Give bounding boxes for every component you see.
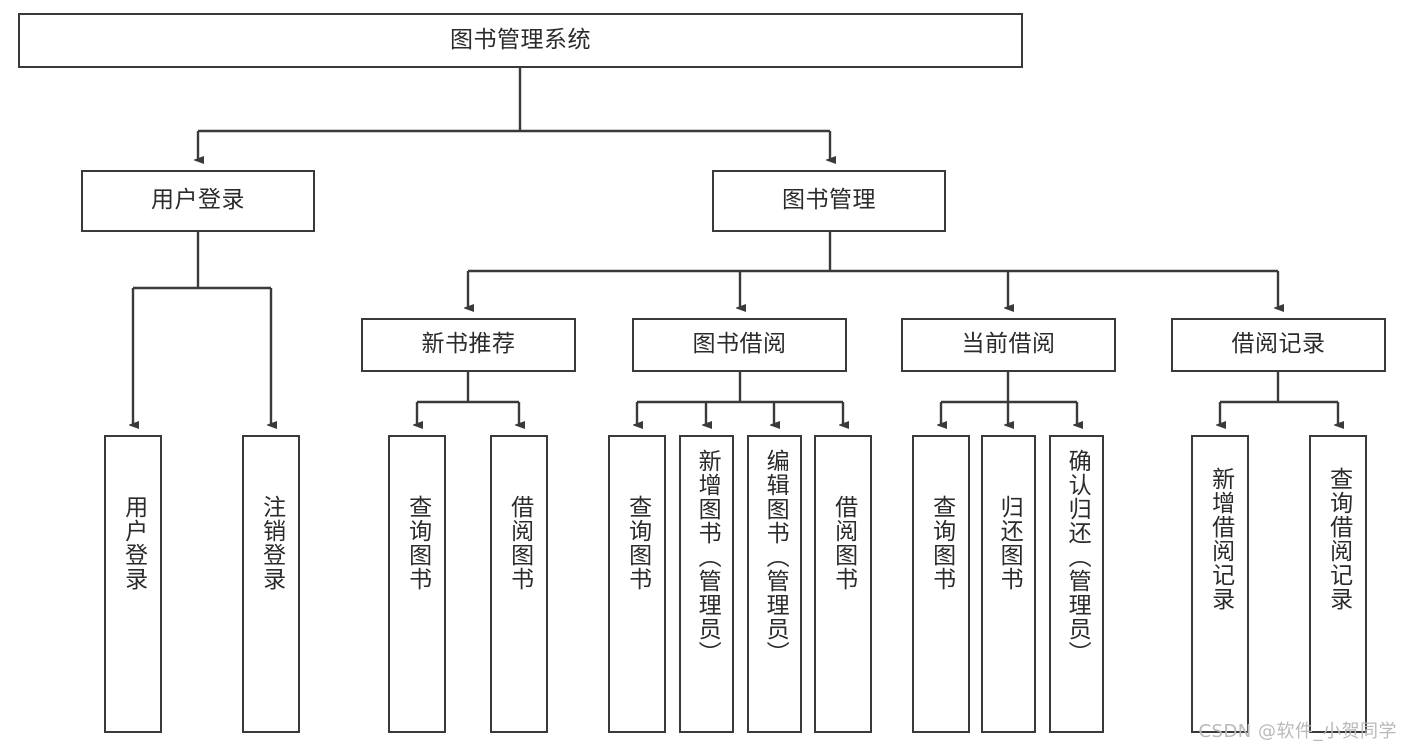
node-label: 新增借阅记录 xyxy=(1207,467,1234,611)
node-current-borrow[interactable]: 当前借阅 xyxy=(901,318,1116,372)
node-root-book-management-system[interactable]: 图书管理系统 xyxy=(18,13,1023,68)
leaf-current-borrow-return-book[interactable]: 归还图书 xyxy=(981,435,1036,733)
leaf-user-login-logout[interactable]: 注销登录 xyxy=(242,435,300,733)
node-label: 当前借阅 xyxy=(961,331,1056,358)
node-borrow-record[interactable]: 借阅记录 xyxy=(1171,318,1386,372)
node-label: 借阅图书 xyxy=(830,495,857,591)
node-label: 借阅图书 xyxy=(506,495,533,591)
node-book-management[interactable]: 图书管理 xyxy=(712,170,946,232)
leaf-borrow-record-add-record[interactable]: 新增借阅记录 xyxy=(1191,435,1249,733)
node-user-login[interactable]: 用户登录 xyxy=(81,170,315,232)
node-label: 归还图书 xyxy=(996,495,1023,591)
node-label: 查询借阅记录 xyxy=(1325,467,1352,611)
leaf-book-borrow-add-book-admin[interactable]: 新增图书（管理员） xyxy=(679,435,734,733)
node-label: 图书管理系统 xyxy=(450,26,591,53)
leaf-current-borrow-confirm-return-admin[interactable]: 确认归还（管理员） xyxy=(1049,435,1104,733)
leaf-book-borrow-edit-book-admin[interactable]: 编辑图书（管理员） xyxy=(747,435,802,733)
leaf-new-book-borrow-book[interactable]: 借阅图书 xyxy=(490,435,548,733)
leaf-borrow-record-query-record[interactable]: 查询借阅记录 xyxy=(1309,435,1367,733)
node-label: 确认归还（管理员） xyxy=(1064,449,1091,665)
node-label: 借阅记录 xyxy=(1231,331,1326,358)
leaf-book-borrow-borrow-book[interactable]: 借阅图书 xyxy=(814,435,872,733)
node-label: 新书推荐 xyxy=(421,331,516,358)
node-label: 查询图书 xyxy=(928,495,955,591)
node-book-borrow[interactable]: 图书借阅 xyxy=(632,318,847,372)
leaf-new-book-query-book[interactable]: 查询图书 xyxy=(388,435,446,733)
node-label: 注销登录 xyxy=(258,495,285,591)
node-label: 编辑图书（管理员） xyxy=(762,449,789,665)
leaf-user-login-login[interactable]: 用户登录 xyxy=(104,435,162,733)
watermark-text: CSDN @软件_小贺同学 xyxy=(1198,721,1397,742)
node-label: 用户登录 xyxy=(120,495,147,591)
node-label: 图书借阅 xyxy=(692,331,787,358)
leaf-current-borrow-query-book[interactable]: 查询图书 xyxy=(912,435,970,733)
node-label: 查询图书 xyxy=(624,495,651,591)
node-label: 用户登录 xyxy=(151,187,245,214)
node-label: 新增图书（管理员） xyxy=(694,449,721,665)
node-label: 图书管理 xyxy=(782,187,876,214)
leaf-book-borrow-query-book[interactable]: 查询图书 xyxy=(608,435,666,733)
node-label: 查询图书 xyxy=(404,495,431,591)
node-new-book-recommend[interactable]: 新书推荐 xyxy=(361,318,576,372)
